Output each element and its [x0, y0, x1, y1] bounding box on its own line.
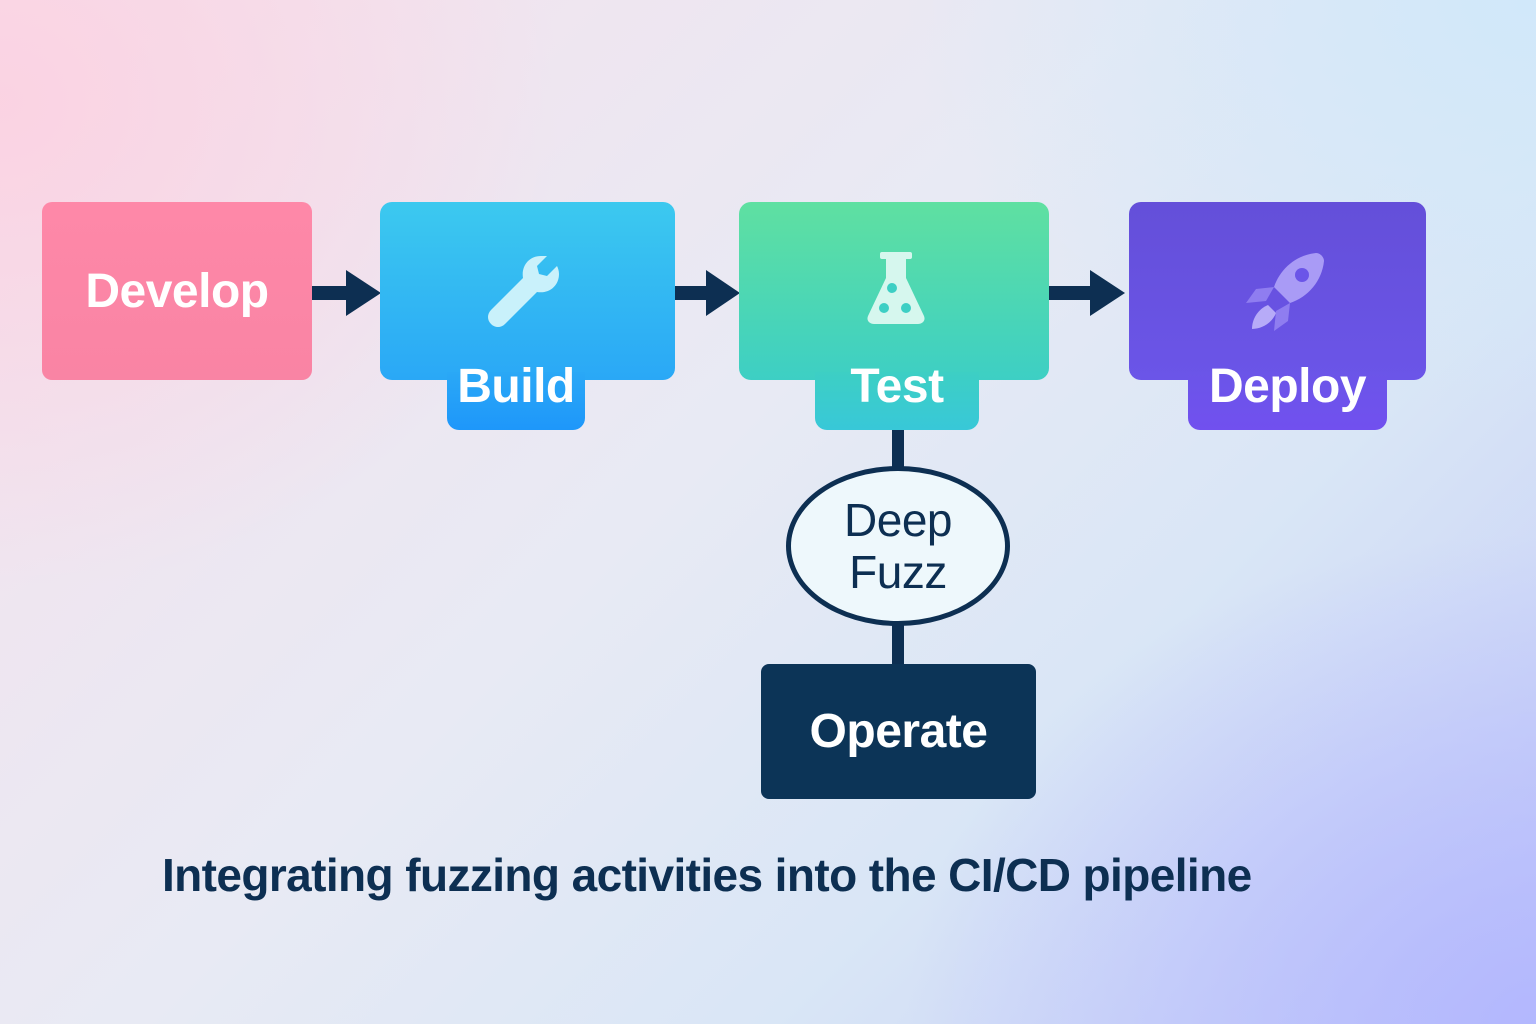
diagram-caption: Integrating fuzzing activities into the …	[162, 849, 1252, 901]
stage-build-label: Build	[457, 360, 575, 413]
stage-deploy-body	[1129, 202, 1426, 380]
stage-develop: Develop	[42, 202, 312, 380]
stage-deploy: Deploy	[1129, 202, 1426, 430]
arrow-build-test	[675, 286, 711, 300]
arrowhead-test-deploy	[1090, 270, 1125, 316]
rocket-icon	[1246, 253, 1324, 331]
stage-operate: Operate	[761, 664, 1036, 799]
line-fuzz-operate	[892, 622, 904, 666]
line-test-fuzz	[892, 428, 904, 470]
stage-build-tab: Build	[447, 360, 585, 430]
stage-deploy-label: Deploy	[1208, 360, 1367, 413]
deep-fuzz-line1: Deep	[844, 494, 952, 546]
flask-icon	[867, 252, 925, 324]
stage-develop-label: Develop	[85, 264, 269, 318]
stage-build: Build	[380, 202, 675, 430]
arrowhead-develop-build	[346, 270, 381, 316]
stage-test-label: Test	[850, 360, 944, 413]
stage-test-tab: Test	[815, 360, 979, 430]
arrow-develop-build	[312, 286, 350, 300]
deep-fuzz-node: Deep Fuzz	[786, 466, 1010, 626]
arrow-test-deploy	[1049, 286, 1093, 300]
arrowhead-build-test	[706, 270, 740, 316]
stage-test: Test	[739, 202, 1049, 430]
deep-fuzz-line2: Fuzz	[849, 546, 947, 598]
stage-operate-label: Operate	[809, 705, 988, 758]
wrench-icon	[488, 256, 559, 327]
stage-deploy-tab: Deploy	[1188, 360, 1387, 430]
